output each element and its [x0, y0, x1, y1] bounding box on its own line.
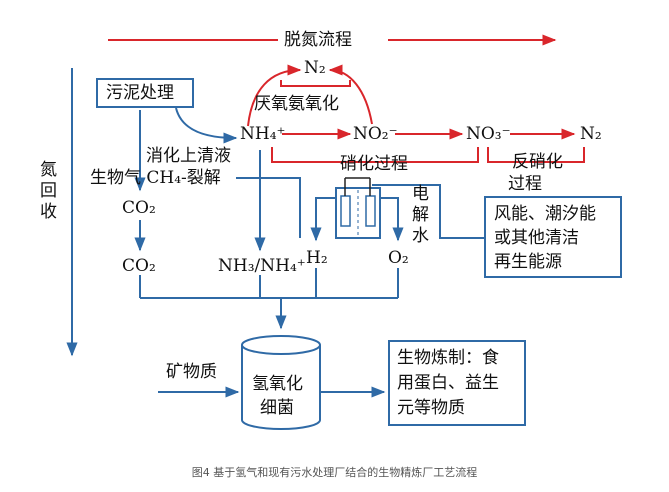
electrolysis-to-h2-line	[310, 197, 336, 242]
n2-right-node: N₂	[580, 124, 602, 144]
sludge-to-nh4-line	[175, 107, 238, 144]
electrolysis-label: 电解水	[412, 184, 429, 246]
anammox-label: 厌氧氨氧化	[254, 94, 339, 114]
anammox-arc-left	[247, 64, 302, 127]
energy-to-electrolysis-line	[372, 184, 484, 239]
bio-products-line-2: 用蛋白、益生	[397, 373, 499, 393]
flow-title: 脱氮流程	[284, 30, 352, 50]
reactor-label-1: 氢氧化	[252, 374, 303, 394]
digestion-supernatant-label: 消化上清液	[146, 146, 231, 166]
sludge-treatment-box: 污泥处理	[96, 78, 194, 108]
nh3-nh4-node: NH₃/NH₄⁺	[218, 256, 306, 276]
bio-products-line-1: 生物炼制：食	[397, 348, 499, 368]
anammox-arc-right	[328, 64, 373, 125]
denitrification-bracket	[487, 147, 585, 163]
figure-caption: 图4 基于氢气和现有污水处理厂结合的生物精炼厂工艺流程	[191, 466, 478, 479]
clean-energy-line-3: 再生能源	[494, 252, 562, 272]
biogas-cracking-label: 生物气 CH₄-裂解	[90, 168, 221, 188]
bio-products-line-3: 元等物质	[397, 398, 465, 418]
no2-node: NO₂⁻	[353, 124, 398, 144]
anammox-bracket	[280, 80, 351, 87]
nitrification-label: 硝化过程	[340, 154, 408, 174]
denitrification-label-2: 过程	[508, 174, 542, 194]
nitrogen-recovery-label: 氮回收	[40, 160, 57, 222]
reactor-label-2: 细菌	[260, 398, 294, 418]
h2-node: H₂	[306, 248, 328, 268]
minerals-label: 矿物质	[166, 362, 217, 382]
clean-energy-line-1: 风能、潮汐能	[494, 204, 596, 224]
electrolysis-to-o2-line	[380, 197, 404, 242]
denitrification-label-1: 反硝化	[512, 152, 563, 172]
clean-energy-box: 风能、潮汐能 或其他清洁 再生能源	[484, 196, 622, 278]
co2-node-b: CO₂	[122, 256, 156, 276]
clean-energy-line-2: 或其他清洁	[494, 228, 579, 248]
nitrification-bracket	[271, 147, 479, 163]
co2-node-a: CO₂	[122, 198, 156, 218]
bioreactor-cylinder	[241, 335, 321, 430]
no3-node: NO₃⁻	[466, 124, 511, 144]
n2-top-node: N₂	[304, 58, 326, 78]
nh4-node: NH₄⁺	[240, 124, 286, 144]
o2-node: O₂	[388, 248, 409, 268]
electrolysis-cell-icon	[335, 177, 381, 239]
bio-products-box: 生物炼制：食 用蛋白、益生 元等物质	[388, 340, 526, 426]
cracking-to-h2-line	[236, 177, 301, 238]
